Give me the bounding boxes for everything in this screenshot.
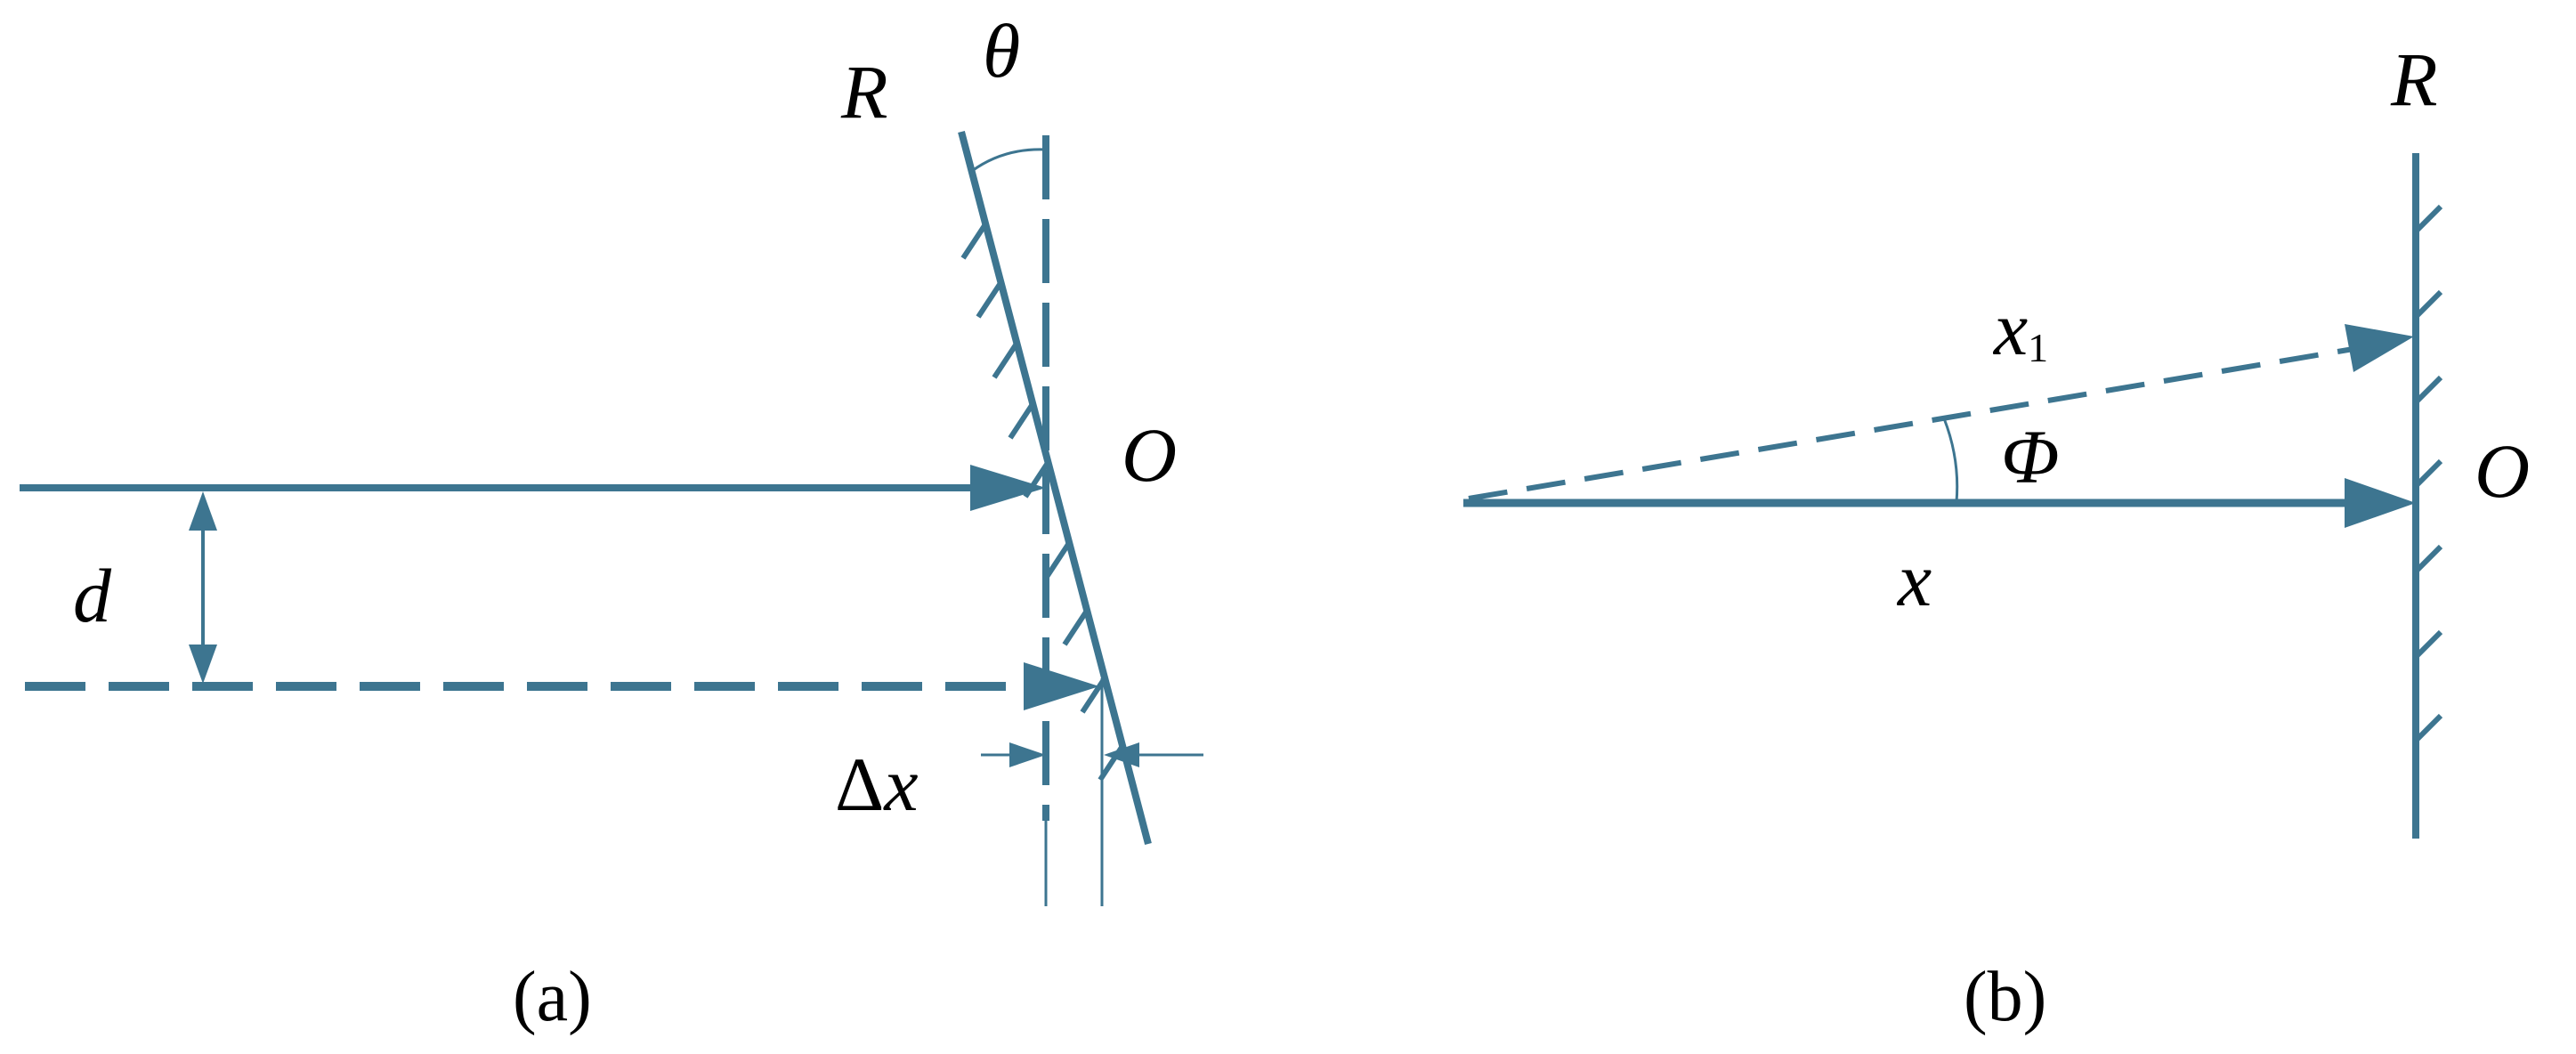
distance-label-d: d [73,553,112,638]
caption-a: (a) [513,958,592,1036]
mirror-hatching [960,223,1125,782]
incident-ray-arrowhead [970,465,1046,511]
tilted-mirror [958,130,1152,846]
ray-x1-label: x1 [1992,286,2048,371]
ray-x1-var: x [1992,286,2028,371]
ray-x1-arrowhead [2345,324,2414,372]
theta-label: θ [983,8,1020,93]
delta-x-right-arrow [1104,742,1139,767]
d-arrow-up [189,491,217,531]
caption-b: (b) [1964,958,2046,1036]
ray-x-arrowhead [2345,478,2416,528]
mirror-hatching-b [2413,204,2443,743]
delta-symbol: Δ [835,742,884,827]
delta-x-label: Δx [835,742,918,827]
panel-a: R θ O d Δx (a) [20,8,1203,1036]
phi-arc [1942,418,1959,503]
phi-label: Φ [2001,414,2059,499]
delta-x-left-arrow [1009,742,1046,767]
panel-b: R x1 Φ O x (b) [1463,36,2530,1036]
theta-arc [971,148,1047,173]
ray-x1-sub: 1 [2028,325,2048,370]
ray-x1-dashed [1468,346,2354,501]
point-label-o: O [1122,412,1177,498]
point-label-o-b: O [2475,428,2530,514]
mirror-label-r: R [840,49,888,134]
delta-var: x [882,742,918,827]
d-arrow-down [189,645,217,684]
shifted-ray-arrowhead [1024,662,1099,710]
ray-x-label: x [1896,537,1932,622]
mirror-label-r-b: R [2390,36,2438,122]
